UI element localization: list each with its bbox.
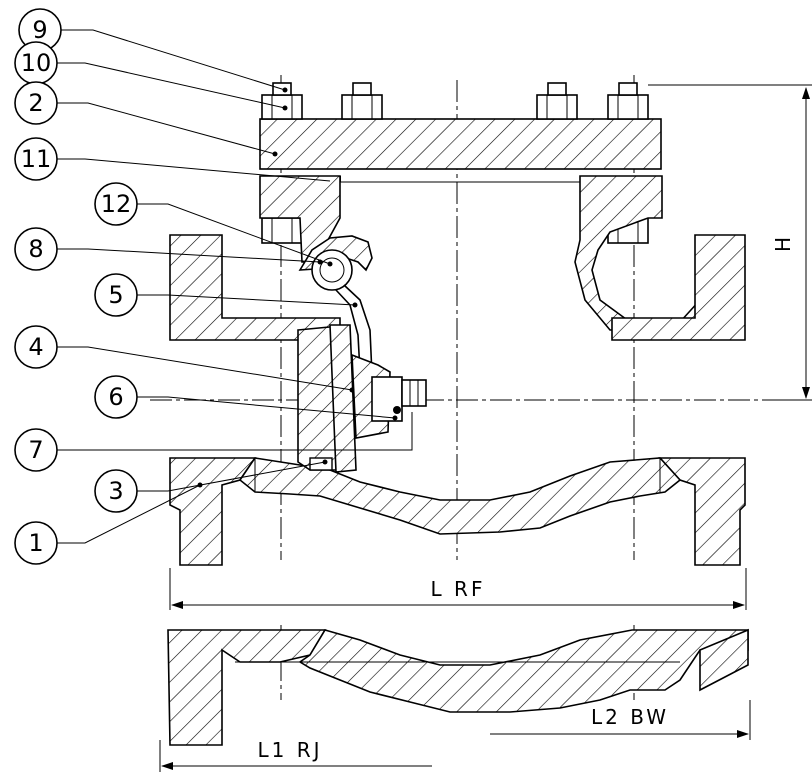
balloon-8: 8 <box>14 227 58 271</box>
balloon-11: 11 <box>14 137 58 181</box>
svg-text:1: 1 <box>28 529 43 557</box>
balloon-9: 9 <box>18 8 62 52</box>
nut-bottom-1 <box>261 217 303 244</box>
svg-text:12: 12 <box>101 190 132 218</box>
nut-top-4 <box>607 82 649 120</box>
hinge-pin-circle <box>311 249 353 291</box>
leader-lines <box>57 29 413 544</box>
balloon-5: 5 <box>94 273 138 317</box>
nut-top-1 <box>261 82 303 120</box>
bonnet <box>259 118 662 170</box>
l-rf-label: L RF <box>431 577 486 601</box>
svg-text:10: 10 <box>21 49 52 77</box>
dimensions: L RF L1 RJ L2 BW H <box>159 84 812 772</box>
balloon-1: 1 <box>14 521 58 565</box>
balloon-10: 10 <box>14 41 58 85</box>
svg-text:8: 8 <box>28 235 43 263</box>
l1-rj-label: L1 RJ <box>257 738 322 762</box>
balloon-3: 3 <box>94 469 138 513</box>
gasket <box>327 176 594 183</box>
svg-text:5: 5 <box>108 281 123 309</box>
svg-text:6: 6 <box>108 383 123 411</box>
body <box>169 175 746 566</box>
nut-top-3 <box>536 82 578 120</box>
svg-text:2: 2 <box>28 89 43 117</box>
balloon-6: 6 <box>94 375 138 419</box>
svg-text:4: 4 <box>28 333 43 361</box>
h-label: H <box>771 234 795 252</box>
svg-text:9: 9 <box>32 16 47 44</box>
lower-view <box>167 628 749 746</box>
balloon-12: 12 <box>94 182 138 226</box>
balloon-7: 7 <box>14 428 58 472</box>
disc-assembly <box>297 324 427 473</box>
balloon-2: 2 <box>14 81 58 125</box>
svg-text:3: 3 <box>108 477 123 505</box>
nut-top-2 <box>341 82 383 120</box>
l2-bw-label: L2 BW <box>591 705 669 729</box>
svg-text:11: 11 <box>21 145 52 173</box>
balloon-4: 4 <box>14 325 58 369</box>
svg-text:7: 7 <box>28 436 43 464</box>
